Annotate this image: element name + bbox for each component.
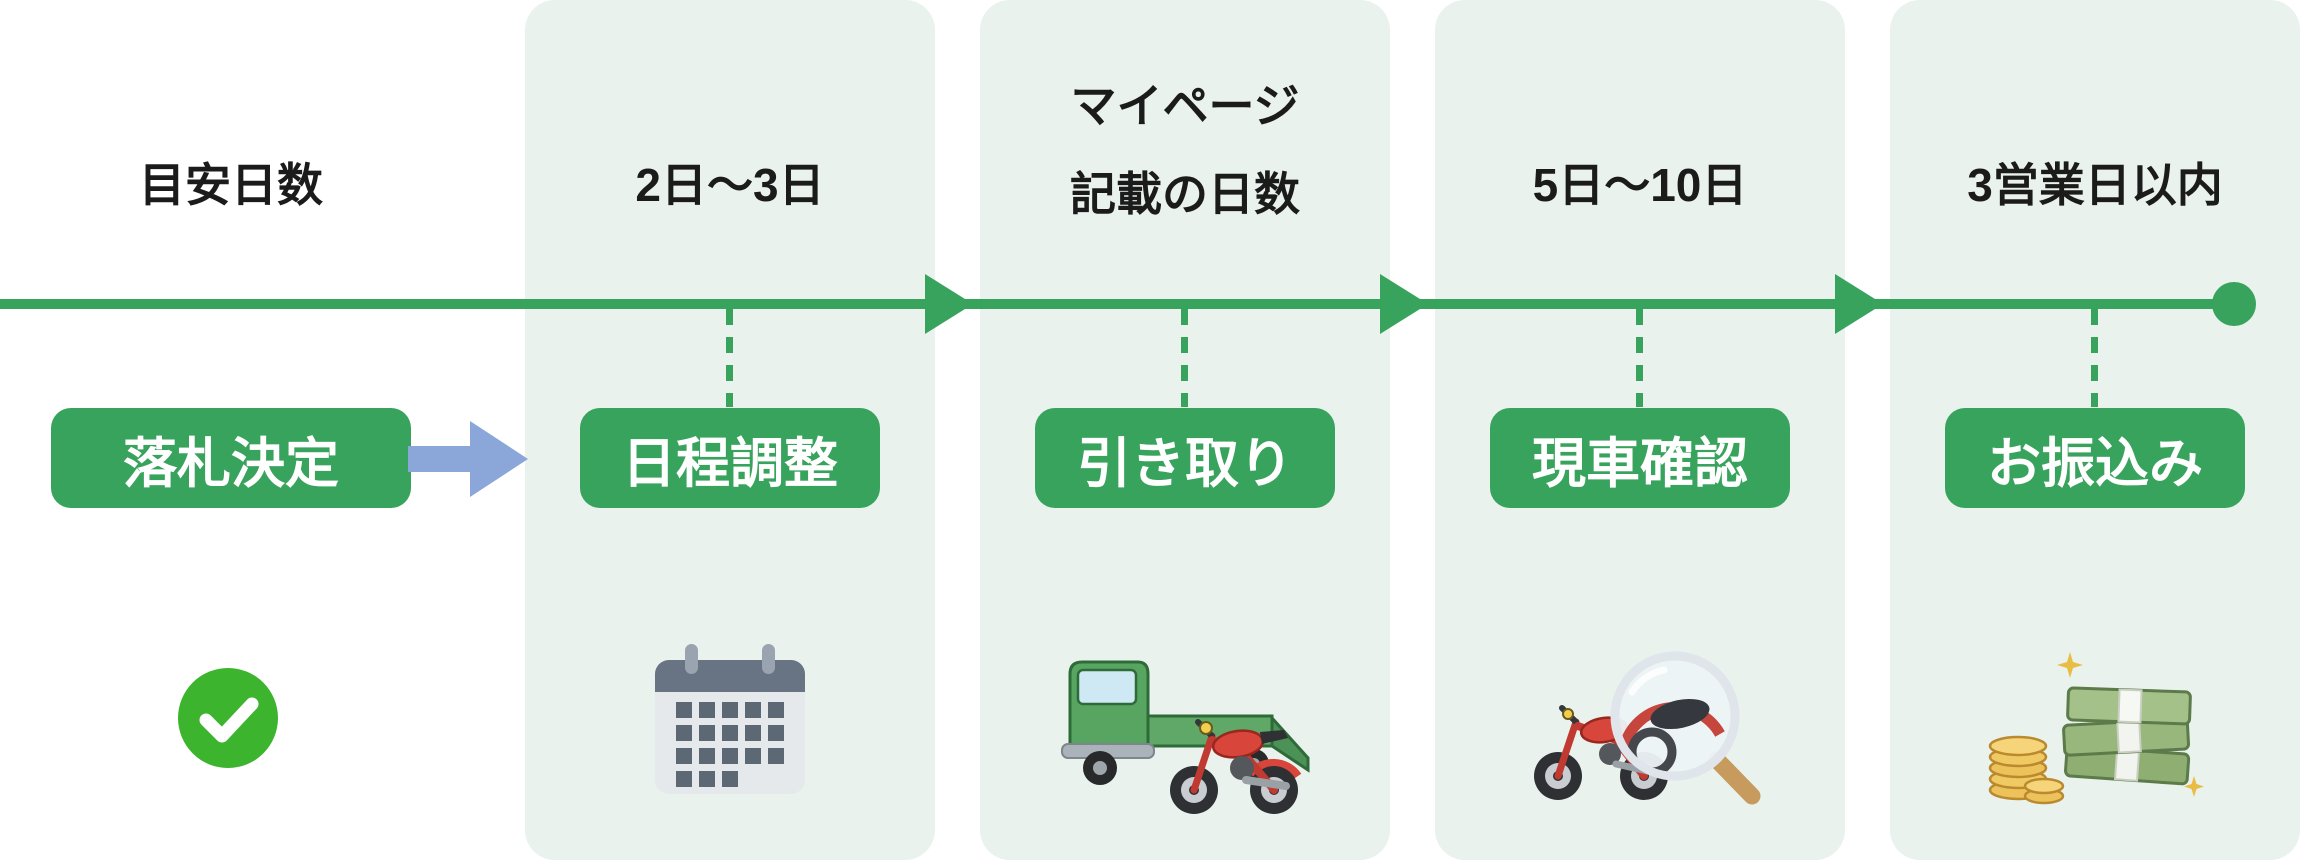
timeline-arrow-icon-3: [1835, 274, 1883, 334]
connector-scheduling: [726, 309, 733, 407]
tow-truck-icon: [1061, 660, 1310, 814]
step-button-payment: お振込み: [1945, 408, 2245, 508]
step-button-bid-decision: 落札決定: [51, 408, 411, 508]
duration-label-scheduling: 2日〜3日: [635, 159, 825, 211]
timeline-arrow-icon-2: [1380, 274, 1428, 334]
calendar-icon: [655, 644, 805, 794]
timeline-line: [0, 299, 2252, 309]
duration-label-payment: 3営業日以内: [1967, 159, 2223, 211]
magnifier-motorcycle-icon: [1534, 651, 1761, 805]
legend-label: 目安日数: [139, 159, 323, 211]
step-button-inspection: 現車確認: [1490, 408, 1790, 508]
duration-label-inspection: 5日〜10日: [1532, 159, 1748, 211]
check-icon: [178, 668, 278, 768]
timeline-arrow-icon-1: [925, 274, 973, 334]
connector-payment: [2091, 309, 2098, 407]
step-button-scheduling: 日程調整: [580, 408, 880, 508]
duration-label-pickup-line2: 記載の日数: [1070, 168, 1300, 220]
cash-coins-icon: [1988, 652, 2204, 805]
connector-inspection: [1636, 309, 1643, 407]
step-button-pickup: 引き取り: [1035, 408, 1335, 508]
duration-label-pickup-line1: マイページ: [1070, 80, 1300, 132]
duration-label-pickup: マイページ 記載の日数: [1070, 62, 1300, 238]
timeline-end-dot: [2212, 282, 2256, 326]
blue-arrow-icon: [408, 421, 528, 497]
connector-pickup: [1181, 309, 1188, 407]
